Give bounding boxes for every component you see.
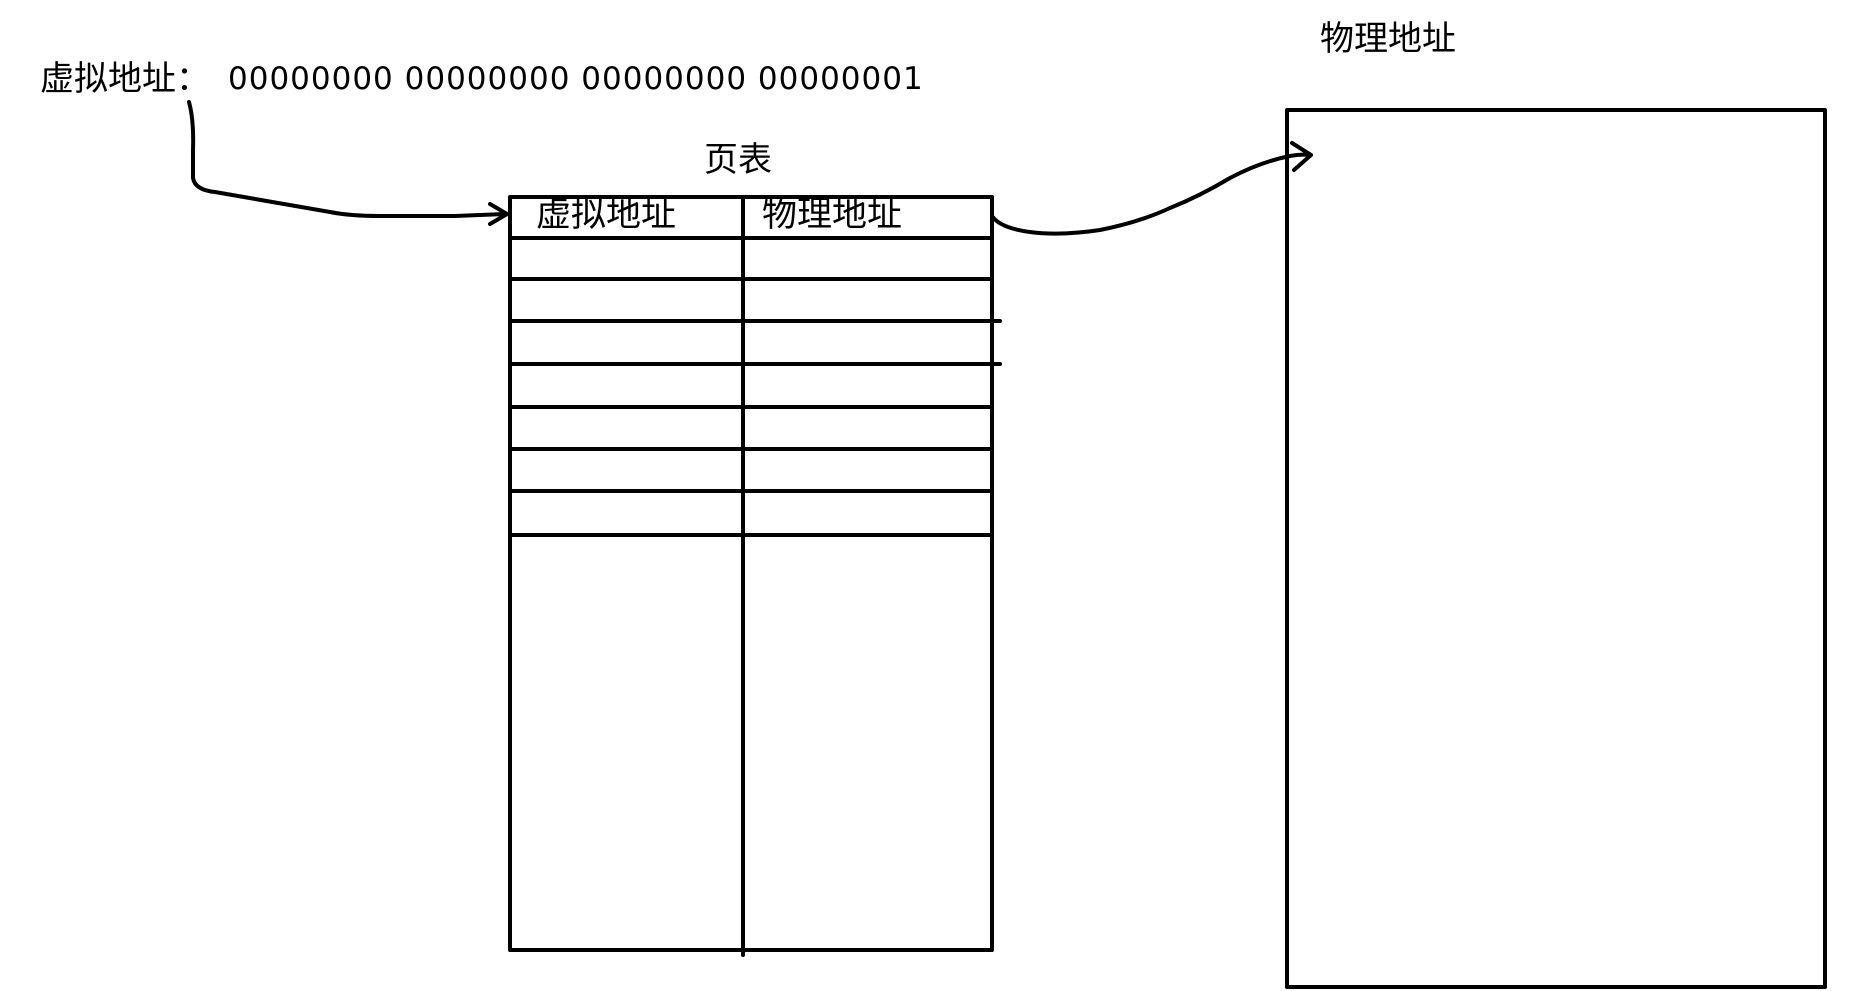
virtual-address-bits: 00000000 00000000 00000000 00000001 bbox=[228, 61, 924, 97]
arrow-page-table-to-physical-memory bbox=[990, 152, 1312, 236]
physical-memory-title: 物理地址 bbox=[1320, 19, 1456, 59]
page-table-header-virtual-address: 虚拟地址 bbox=[536, 195, 677, 235]
arrow-head-va-to-page-table bbox=[488, 202, 509, 226]
page-table-box bbox=[508, 195, 994, 952]
physical-memory-box bbox=[1285, 108, 1827, 989]
virtual-address-label: 虚拟地址： bbox=[40, 59, 210, 99]
page-table-rows bbox=[508, 236, 1002, 537]
page-table-title: 页表 bbox=[704, 140, 772, 180]
arrow-va-to-page-table bbox=[187, 100, 507, 218]
arrow-head-to-physical-memory bbox=[1290, 141, 1313, 172]
page-table-header-physical-address: 物理地址 bbox=[762, 195, 903, 235]
